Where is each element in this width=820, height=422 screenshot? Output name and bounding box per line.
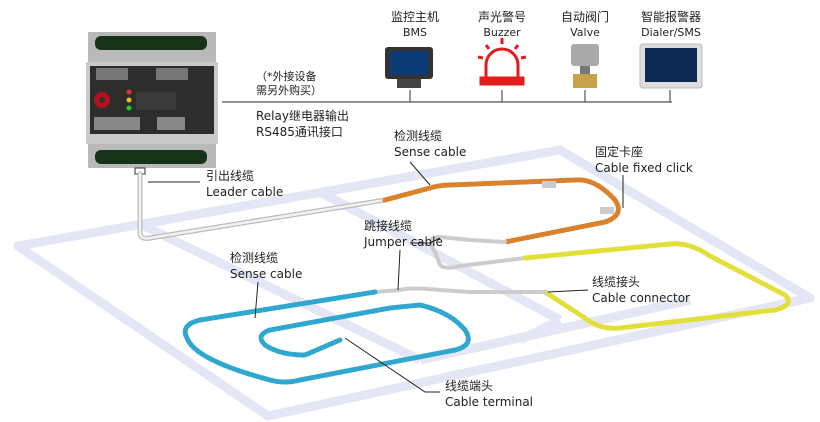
device-cn: 监控主机 xyxy=(390,10,439,24)
label-sense-cable-left: 检测线缆 Sense cable xyxy=(230,250,302,282)
blue-sense-cable-outer xyxy=(182,289,471,385)
device-cn: 智能报警器 xyxy=(640,10,701,24)
label-cn: 检测线缆 xyxy=(394,129,443,143)
bms-monitor-icon xyxy=(385,47,433,88)
label-cn: 固定卡座 xyxy=(595,145,644,159)
yellow-sense-cable xyxy=(522,241,791,331)
callout-lines xyxy=(148,161,624,393)
output-types: Relay继电器输出 RS485通讯接口 xyxy=(256,108,349,140)
buzzer-icon xyxy=(477,38,527,86)
label-cn: 跳接线缆 xyxy=(364,219,413,233)
label-en: Sense cable xyxy=(394,145,467,159)
floor-grid xyxy=(13,145,815,421)
device-en: BMS xyxy=(402,26,428,39)
device-cn: 声光警号 xyxy=(477,10,526,24)
jumper-cable-2 xyxy=(373,286,547,294)
device-buzzer: 声光警号 Buzzer xyxy=(457,10,547,40)
device-dialer: 智能报警器 Dialer/SMS xyxy=(626,10,716,40)
label-jumper-cable: 跳接线缆 Jumper cable xyxy=(364,218,443,250)
jumper-cable xyxy=(429,234,527,270)
label-cn: 线缆接头 xyxy=(592,275,641,289)
note-line: 需另外购买） xyxy=(256,84,322,97)
label-en: Leader cable xyxy=(206,185,284,199)
device-valve: 自动阀门 Valve xyxy=(540,10,630,40)
label-en: Cable fixed click xyxy=(595,161,693,175)
output-line: Relay继电器输出 xyxy=(256,109,349,123)
label-sense-cable-top: 检测线缆 Sense cable xyxy=(394,128,466,160)
device-en: Dialer/SMS xyxy=(641,26,701,39)
leak-controller-device xyxy=(86,32,218,175)
external-note: （*外接设备需另外购买） xyxy=(256,70,322,98)
label-en: Sense cable xyxy=(230,267,303,281)
label-cable-terminal: 线缆端头 Cable terminal xyxy=(445,378,533,410)
note-line: （*外接设备 xyxy=(256,70,317,83)
device-cn: 自动阀门 xyxy=(560,10,609,24)
output-line: RS485通讯接口 xyxy=(256,125,343,139)
label-leader-cable: 引出线缆 Leader cable xyxy=(206,168,283,200)
valve-icon xyxy=(571,44,599,88)
label-en: Jumper cable xyxy=(364,235,443,249)
leader-cable-core xyxy=(138,172,387,240)
device-en: Valve xyxy=(570,26,600,39)
label-cable-fixed-click: 固定卡座 Cable fixed click xyxy=(595,144,693,176)
label-cn: 线缆端头 xyxy=(445,379,494,393)
dialer-panel-icon xyxy=(639,43,703,89)
relay-bus xyxy=(222,90,672,103)
label-cable-connector: 线缆接头 Cable connector xyxy=(592,274,690,306)
device-en: Buzzer xyxy=(483,26,521,39)
label-en: Cable terminal xyxy=(445,395,534,409)
label-cn: 检测线缆 xyxy=(230,251,279,265)
label-cn: 引出线缆 xyxy=(206,169,255,183)
device-bms: 监控主机 BMS xyxy=(370,10,460,40)
orange-sense-cable xyxy=(382,177,621,245)
label-en: Cable connector xyxy=(592,291,690,305)
